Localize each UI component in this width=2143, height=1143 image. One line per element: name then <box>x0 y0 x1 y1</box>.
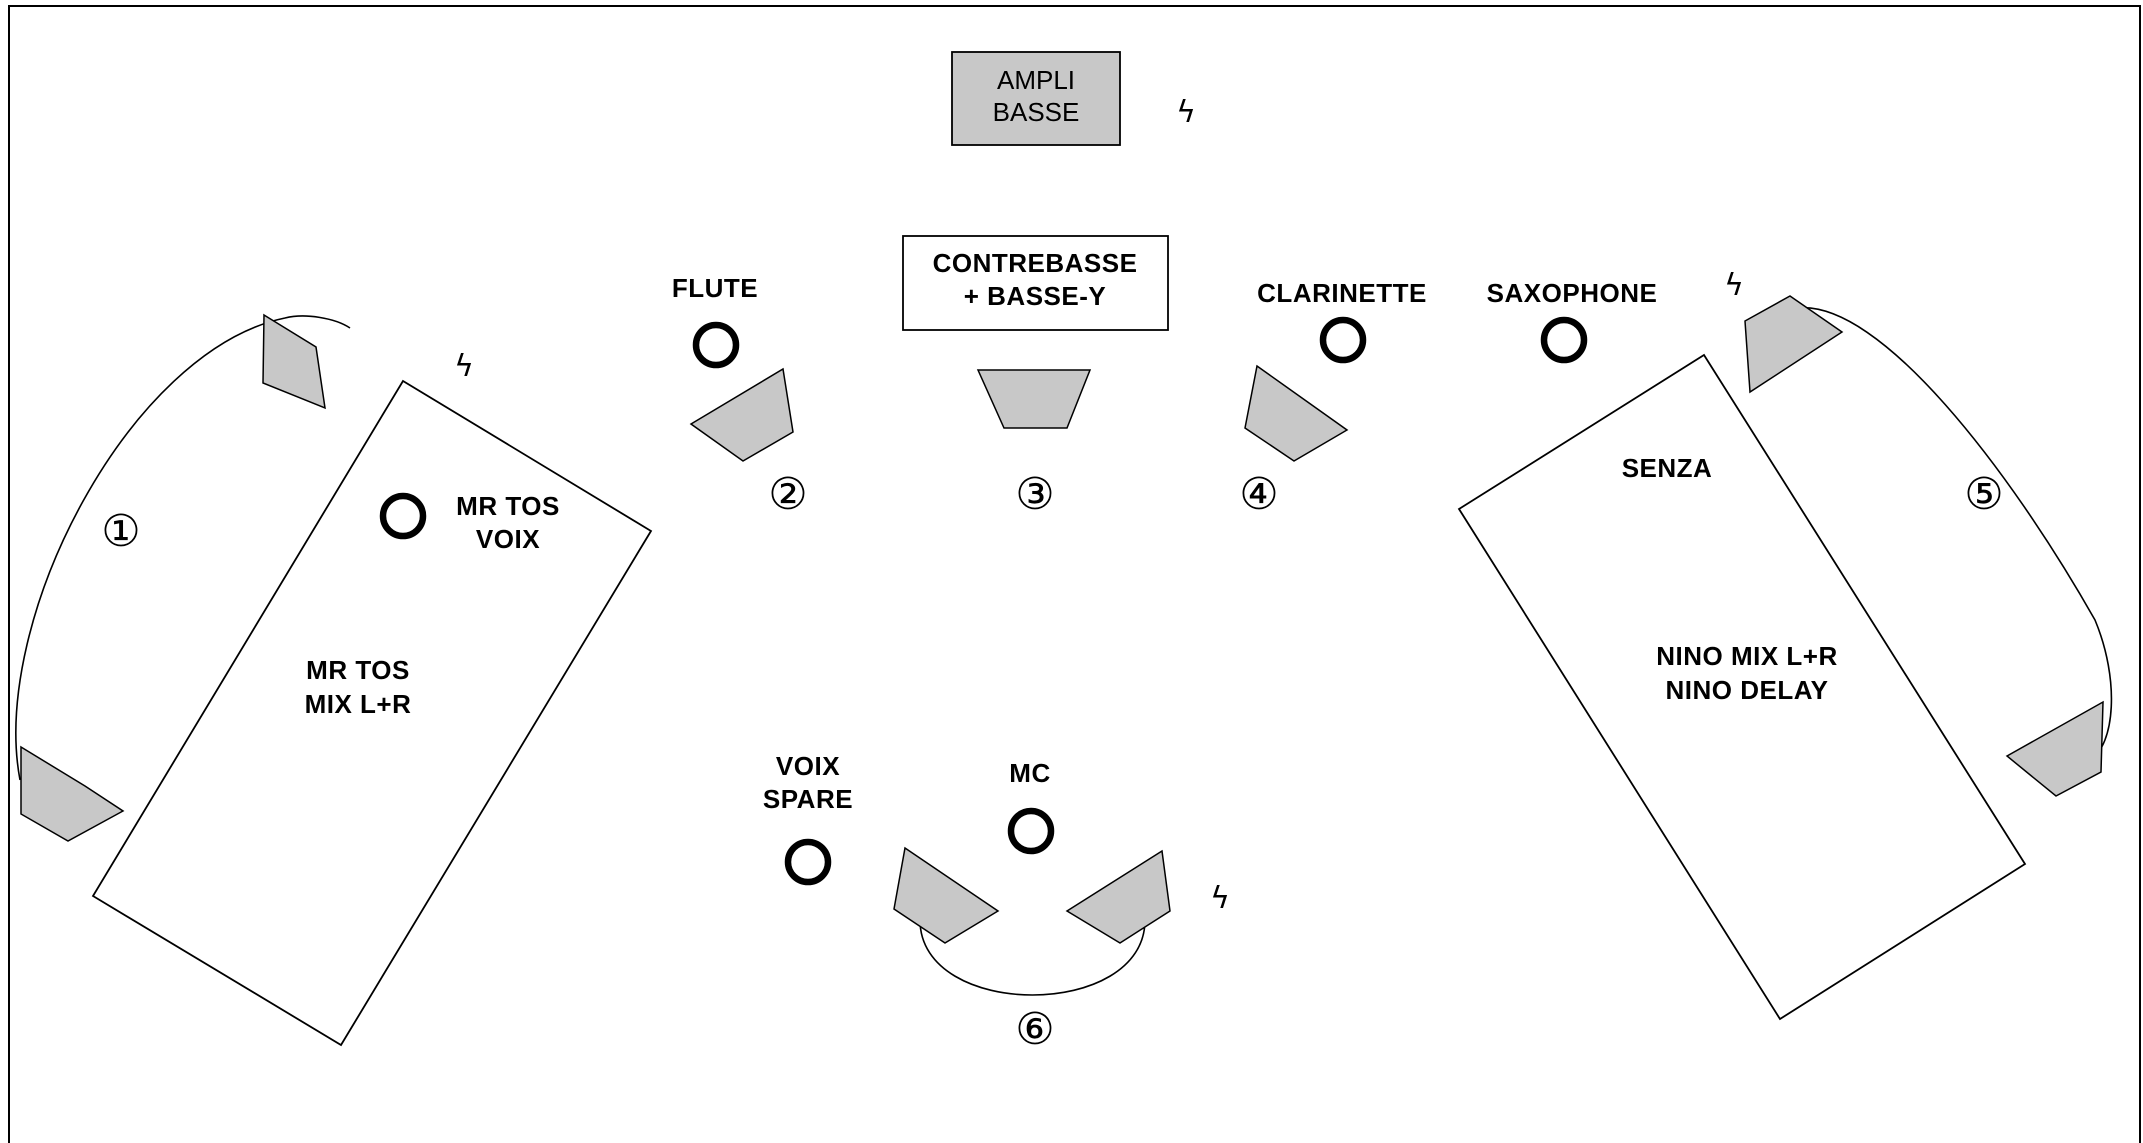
monitor-number-5: ⑤ <box>1964 469 2003 520</box>
riser-right-top-label: SENZA <box>1622 453 1713 483</box>
monitor-1-link <box>15 315 351 781</box>
power-outlet-icon: ϟ <box>1724 268 1744 303</box>
monitor-1: ① <box>15 313 351 842</box>
mic-clarinette: CLARINETTE <box>1257 278 1427 364</box>
mic-clarinette-label: CLARINETTE <box>1257 278 1427 308</box>
riser-right-label-2: NINO DELAY <box>1666 675 1829 705</box>
microphone-stand-icon <box>379 492 427 540</box>
monitor-number-4: ④ <box>1239 469 1278 520</box>
power-outlet-icon: ϟ <box>1176 95 1196 130</box>
mic-saxophone-label: SAXOPHONE <box>1487 278 1658 308</box>
ampli-label-2: BASSE <box>993 97 1080 127</box>
monitor-number-6: ⑥ <box>1015 1004 1054 1055</box>
monitor-number-2: ② <box>768 469 807 520</box>
ampli-box <box>951 51 1121 146</box>
power-outlet-icon: ϟ <box>454 349 474 384</box>
mic-mc: MC <box>1007 758 1055 855</box>
riser-left-label-2: MIX L+R <box>305 689 412 719</box>
mic-voix-spare: VOIX SPARE <box>763 751 853 886</box>
monitor-wedge-icon <box>976 369 1092 429</box>
monitor-wedge-icon <box>262 313 326 410</box>
monitor-wedge-icon <box>1744 295 1844 394</box>
mic-voix-spare-label-2: SPARE <box>763 784 853 814</box>
riser-left-shape <box>91 379 653 1047</box>
microphone-stand-icon <box>692 321 740 369</box>
riser-right-label-1: NINO MIX L+R <box>1656 641 1838 671</box>
monitor-wedge-icon <box>893 846 1000 944</box>
mic-mr-tos-voix-label-2: VOIX <box>476 524 540 554</box>
monitor-5: ⑤ <box>1744 295 2113 797</box>
microphone-stand-icon <box>1319 316 1367 364</box>
monitor-wedge-icon <box>1065 849 1171 944</box>
microphone-stand-icon <box>1007 807 1055 855</box>
mic-mr-tos-voix: MR TOS VOIX <box>379 491 560 554</box>
monitor-wedge-icon <box>689 367 794 462</box>
monitor-wedge-icon <box>2005 700 2104 797</box>
riser-left: MR TOS MIX L+R <box>91 379 653 1047</box>
monitor-number-3: ③ <box>1015 469 1054 520</box>
mic-mc-label: MC <box>1009 758 1050 788</box>
monitor-number-1: ① <box>101 506 140 557</box>
riser-left-label-1: MR TOS <box>306 655 410 685</box>
riser-right-shape <box>1457 353 2027 1021</box>
monitor-wedge-icon <box>1244 364 1349 462</box>
contrebasse-position: CONTREBASSE + BASSE-Y <box>902 235 1169 331</box>
frame-border <box>8 5 2141 1143</box>
microphone-stand-icon <box>1540 316 1588 364</box>
monitor-3: ③ <box>976 369 1092 520</box>
monitor-2: ② <box>689 367 808 520</box>
mic-flute: FLUTE <box>672 273 758 369</box>
contrebasse-label-1: CONTREBASSE <box>933 248 1138 278</box>
contrebasse-label-2: + BASSE-Y <box>964 281 1107 311</box>
mic-saxophone: SAXOPHONE <box>1487 278 1658 364</box>
mic-mr-tos-voix-label-1: MR TOS <box>456 491 560 521</box>
monitor-6: ⑥ <box>893 846 1171 1055</box>
mic-voix-spare-label-1: VOIX <box>776 751 840 781</box>
monitor-6-link <box>919 919 1146 996</box>
riser-right: SENZA NINO MIX L+R NINO DELAY <box>1457 353 2027 1021</box>
mic-flute-label: FLUTE <box>672 273 758 303</box>
ampli-label-1: AMPLI <box>997 65 1075 95</box>
monitor-wedge-icon <box>20 745 125 842</box>
monitor-5-link <box>1797 307 2113 761</box>
ampli-basse: AMPLI BASSE <box>951 51 1121 146</box>
microphone-stand-icon <box>784 838 832 886</box>
contrebasse-box <box>902 235 1169 331</box>
power-outlet-icon: ϟ <box>1210 881 1230 916</box>
monitor-4: ④ <box>1239 364 1349 520</box>
